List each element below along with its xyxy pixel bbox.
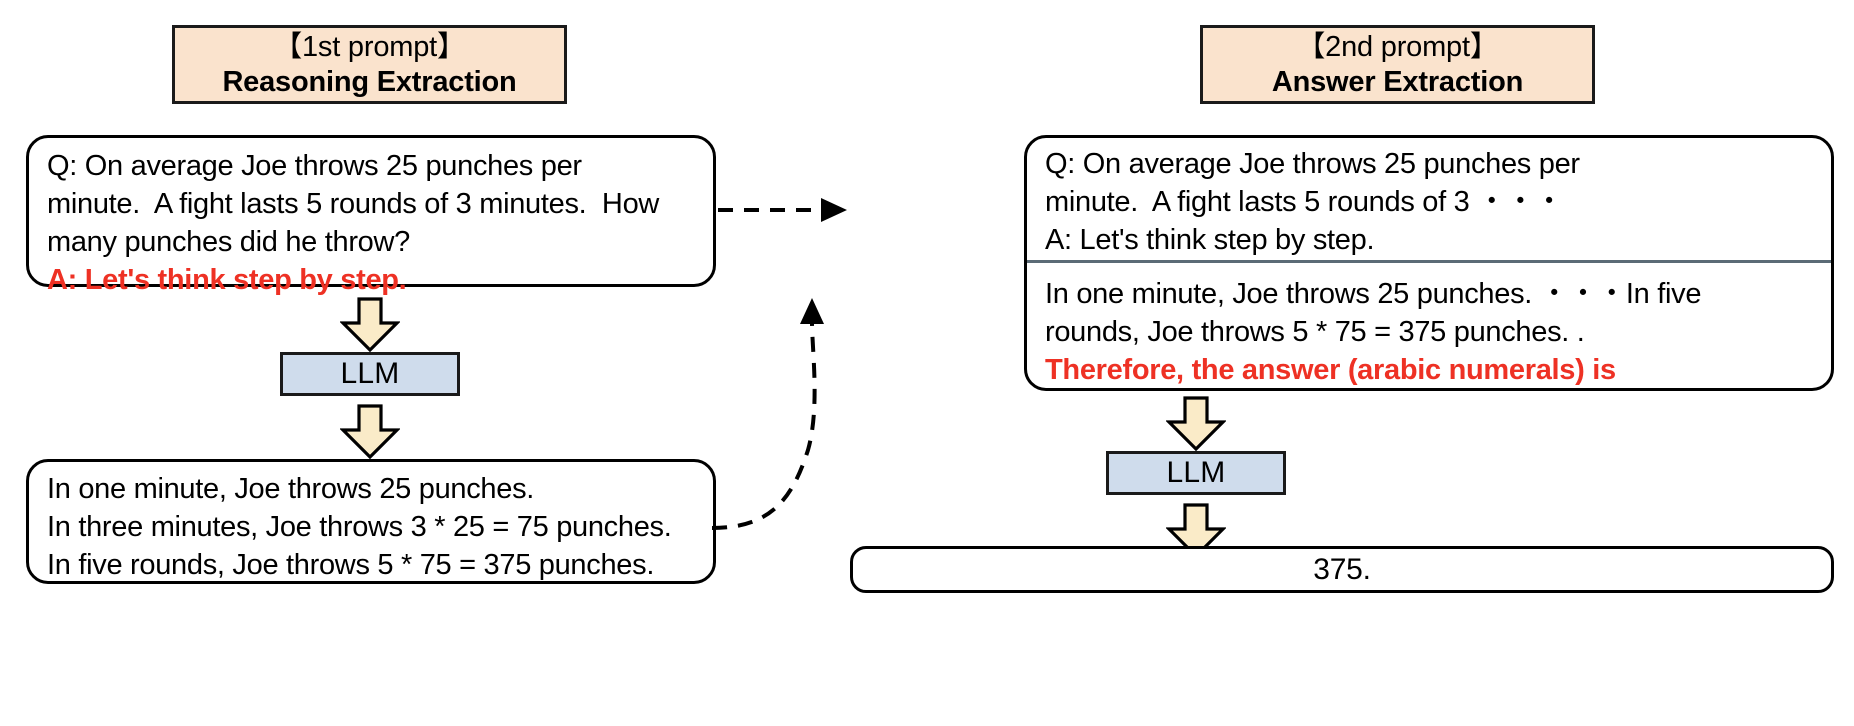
first-prompt-header: 【1st prompt】 Reasoning Extraction — [172, 25, 567, 104]
second-prompt-bracket-label: 【2nd prompt】 — [1296, 31, 1499, 64]
arrow-left-llm-to-output — [340, 404, 400, 460]
second-prompt-upper-section: Q: On average Joe throws 25 punches per … — [1045, 145, 1817, 259]
second-prompt-reasoning: In one minute, Joe throws 25 punches. ・・… — [1045, 278, 1702, 348]
first-prompt-box: Q: On average Joe throws 25 punches per … — [26, 135, 716, 296]
dashed-arrow-output-to-second-prompt — [700, 290, 865, 540]
final-answer-text: 375. — [1313, 552, 1371, 586]
second-prompt-divider — [1027, 260, 1831, 263]
left-llm-box: LLM — [280, 352, 460, 396]
second-prompt-title: Answer Extraction — [1271, 65, 1524, 98]
second-prompt-highlight: Therefore, the answer (arabic numerals) … — [1045, 354, 1616, 386]
first-prompt-bracket-label: 【1st prompt】 — [273, 31, 466, 64]
final-answer-box: 375. — [850, 546, 1834, 593]
left-output-box: In one minute, Joe throws 25 punches. In… — [26, 459, 716, 584]
arrow-first-prompt-to-llm — [340, 297, 400, 353]
second-prompt-header: 【2nd prompt】 Answer Extraction — [1200, 25, 1595, 104]
first-prompt-title: Reasoning Extraction — [222, 65, 517, 98]
first-prompt-question: Q: On average Joe throws 25 punches per … — [47, 150, 660, 258]
arrow-right-llm-to-answer — [1166, 503, 1226, 559]
right-llm-box: LLM — [1106, 451, 1286, 495]
dashed-arrow-question-to-second-prompt — [716, 188, 856, 232]
left-output-text: In one minute, Joe throws 25 punches. In… — [47, 473, 672, 581]
second-prompt-box: Q: On average Joe throws 25 punches per … — [1024, 135, 1834, 391]
right-llm-label: LLM — [1166, 456, 1226, 489]
second-prompt-lower-section: In one minute, Joe throws 25 punches. ・・… — [1045, 275, 1817, 389]
arrow-second-prompt-to-llm — [1166, 396, 1226, 452]
second-prompt-question: Q: On average Joe throws 25 punches per … — [1045, 148, 1580, 256]
first-prompt-highlight: A: Let's think step by step. — [47, 264, 407, 296]
left-llm-label: LLM — [340, 357, 400, 390]
